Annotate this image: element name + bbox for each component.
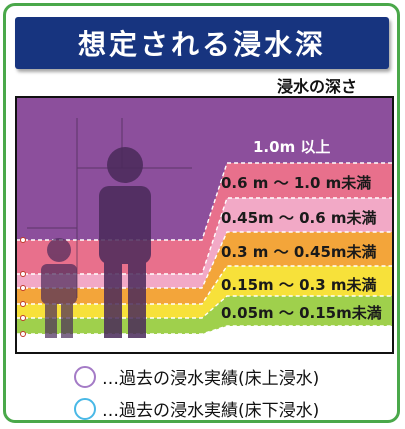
level-label-6: 0.05m ～ 0.15m未満	[221, 304, 382, 322]
page-title: 想定される浸水深	[77, 28, 326, 61]
level-label-5: 0.15m ～ 0.3 m未満	[221, 276, 377, 294]
legend-above-floor: …過去の浸水実績(床上浸水)	[74, 364, 319, 389]
depth-subtitle: 浸水の深さ	[276, 77, 357, 96]
level-label-2: 0.6 m ～ 1.0 m未満	[221, 174, 372, 192]
blue-circle-icon	[74, 397, 96, 420]
level-label-4: 0.3 m ～ 0.45m未満	[221, 243, 377, 261]
band-white	[17, 326, 392, 352]
flood-depth-card: 想定される浸水深 浸水の深さ	[3, 3, 400, 423]
child-figure	[41, 238, 77, 338]
depth-bands-graphic	[17, 98, 392, 352]
level-label-1: 1.0m 以上	[253, 138, 331, 156]
legend-below-floor: …過去の浸水実績(床下浸水)	[74, 396, 320, 421]
purple-circle-icon	[74, 365, 96, 388]
legend-label-below-floor: …過去の浸水実績(床下浸水)	[102, 401, 320, 421]
legend-label-above-floor: …過去の浸水実績(床上浸水)	[102, 369, 320, 389]
adult-figure	[99, 147, 151, 338]
level-label-3: 0.45m ～ 0.6 m未満	[221, 209, 377, 227]
title-banner: 想定される浸水深	[15, 17, 389, 69]
flood-depth-diagram: 1.0m 以上 0.6 m ～ 1.0 m未満 0.45m ～ 0.6 m未満 …	[15, 96, 394, 354]
